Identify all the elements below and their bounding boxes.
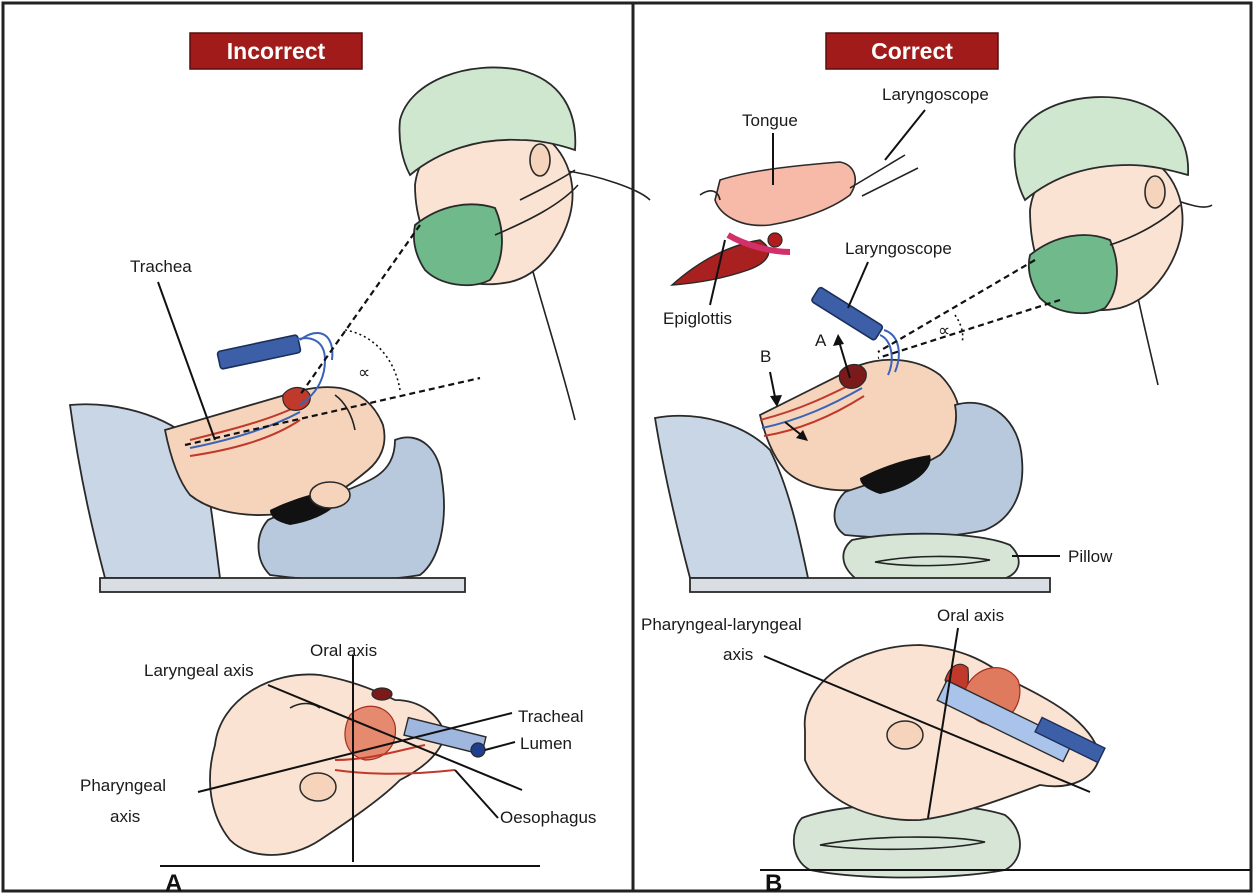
label-oral-axis-right: Oral axis (937, 606, 1004, 625)
arrow-b (770, 372, 782, 407)
label-laryngoscope-mid: Laryngoscope (845, 239, 952, 258)
label-lumen: Lumen (520, 734, 572, 753)
leader-laryngoscope-top (885, 110, 925, 160)
panel-correct: Correct Tongue Laryngoscope Epiglottis (641, 33, 1250, 894)
label-laryngeal-axis: Laryngeal axis (144, 661, 254, 680)
panel-letter-a: A (165, 870, 182, 894)
label-pharyngeal: Pharyngeal (80, 776, 166, 795)
label-arrow-b: B (760, 347, 771, 366)
label-epiglottis: Epiglottis (663, 309, 732, 328)
label-arrow-a: A (815, 331, 827, 350)
angle-arc-incorrect (345, 330, 400, 390)
label-oral-axis-left: Oral axis (310, 641, 377, 660)
leader-trachea (158, 282, 215, 440)
table-left (100, 578, 465, 592)
sight-line-correct-1 (878, 260, 1035, 352)
operator-correct (1014, 97, 1212, 385)
correct-badge-text: Correct (871, 38, 953, 64)
alpha-incorrect: ∝ (358, 363, 370, 382)
table-right (690, 578, 1050, 592)
label-pillow: Pillow (1068, 547, 1113, 566)
axes-inset-correct (760, 628, 1250, 878)
label-pharyngeal-axis-word: axis (110, 807, 140, 826)
label-tracheal: Tracheal (518, 707, 584, 726)
label-trachea: Trachea (130, 257, 192, 276)
correct-badge: Correct (826, 33, 998, 69)
tongue-epiglottis-inset (672, 155, 918, 285)
incorrect-badge: Incorrect (190, 33, 362, 69)
label-laryngoscope-top: Laryngoscope (882, 85, 989, 104)
label-oesophagus: Oesophagus (500, 808, 596, 827)
leader-laryngoscope-mid (848, 262, 868, 308)
sight-line-correct-2 (878, 300, 1060, 358)
label-pharyngeal-laryngeal: Pharyngeal-laryngeal (641, 615, 802, 634)
incorrect-badge-text: Incorrect (227, 38, 326, 64)
angle-arc-correct (955, 315, 963, 343)
panel-incorrect: Incorrect (70, 33, 650, 894)
label-pharyngeal-laryngeal-axis-word: axis (723, 645, 753, 664)
operator-incorrect (399, 67, 650, 420)
panel-letter-b: B (765, 870, 782, 894)
label-tongue: Tongue (742, 111, 798, 130)
lumen-leader (485, 742, 515, 750)
patient-correct (655, 360, 1022, 584)
axes-inset-incorrect (160, 655, 540, 866)
patient-incorrect (70, 387, 444, 580)
alpha-correct: ∝ (938, 321, 950, 340)
